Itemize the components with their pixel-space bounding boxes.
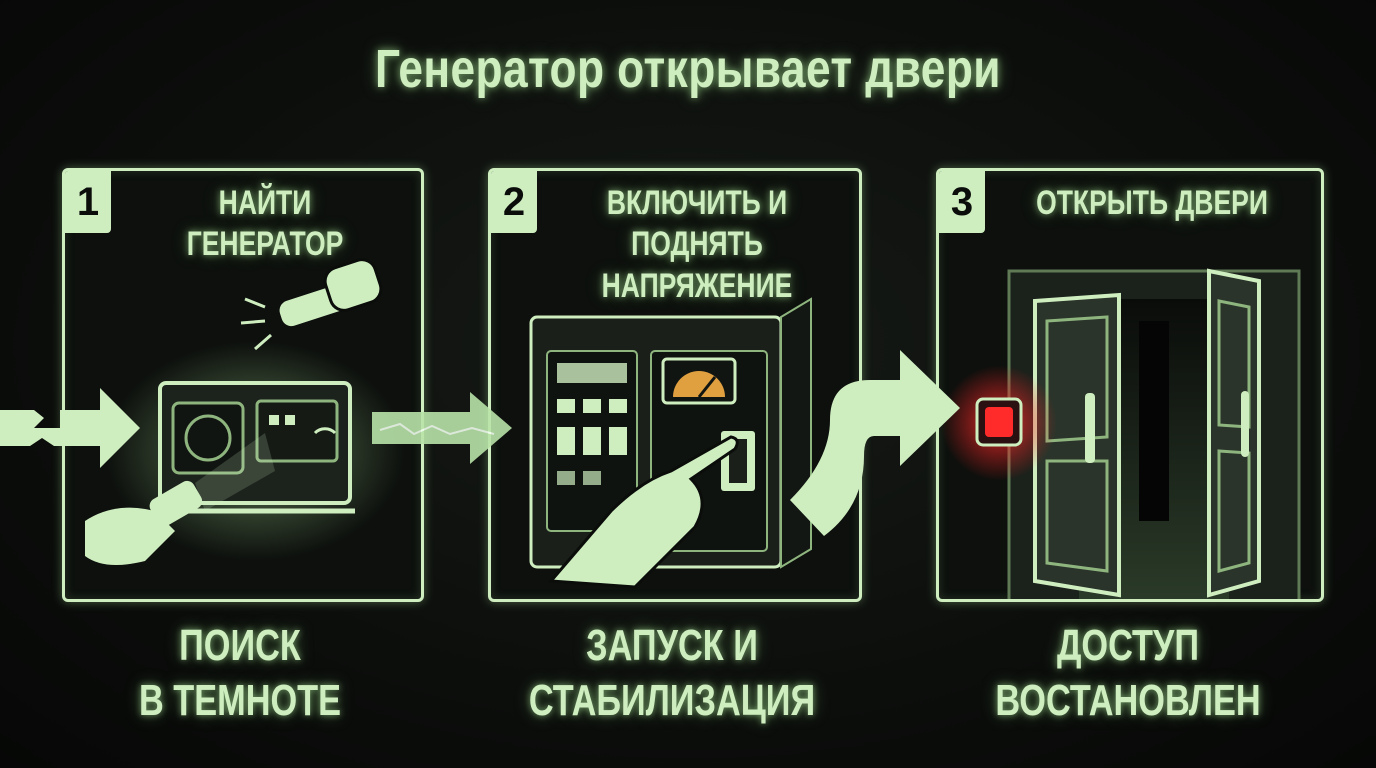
- step-panel-1: 1 НАЙТИ ГЕНЕРАТОР: [62, 168, 424, 602]
- step-caption-1: ПОИСК В ТЕМНОТЕ: [138, 621, 342, 726]
- hand-pointing-icon: [547, 435, 739, 589]
- generator-scene: [85, 258, 405, 565]
- vault-door-icon: [1033, 268, 1261, 598]
- step-panel-3: 3 ОТКРЫТЬ ДВЕРИ: [936, 168, 1324, 602]
- step-number-1: 1: [65, 171, 111, 233]
- alarm-light-icon: [941, 365, 1057, 481]
- step-number-3: 3: [939, 171, 985, 233]
- step-heading-3: ОТКРЫТЬ ДВЕРИ: [1036, 184, 1268, 222]
- diagram-title: Генератор открывает двери: [375, 39, 1001, 99]
- hand-flashlight-icon: [85, 433, 275, 565]
- step-heading-2: ВКЛЮЧИТЬ И ПОДНЯТЬ НАПРЯЖЕНИЕ: [601, 184, 793, 305]
- step-caption-3: ДОСТУП ВОСТАНОВЛЕН: [995, 621, 1261, 726]
- control-panel-scene: [529, 297, 812, 589]
- generator-icon: [155, 381, 355, 514]
- step-heading-1: НАЙТИ ГЕНЕРАТОР: [186, 184, 344, 264]
- step-number-2: 2: [491, 171, 537, 233]
- step-panel-2: 2 ВКЛЮЧИТЬ И ПОДНЯТЬ НАПРЯЖЕНИЕ: [488, 168, 862, 602]
- vault-door-scene: [941, 268, 1301, 599]
- gauge-icon: [661, 357, 737, 405]
- step-caption-2: ЗАПУСК И СТАБИЛИЗАЦИЯ: [528, 621, 816, 726]
- flashlight-icon: [240, 258, 383, 351]
